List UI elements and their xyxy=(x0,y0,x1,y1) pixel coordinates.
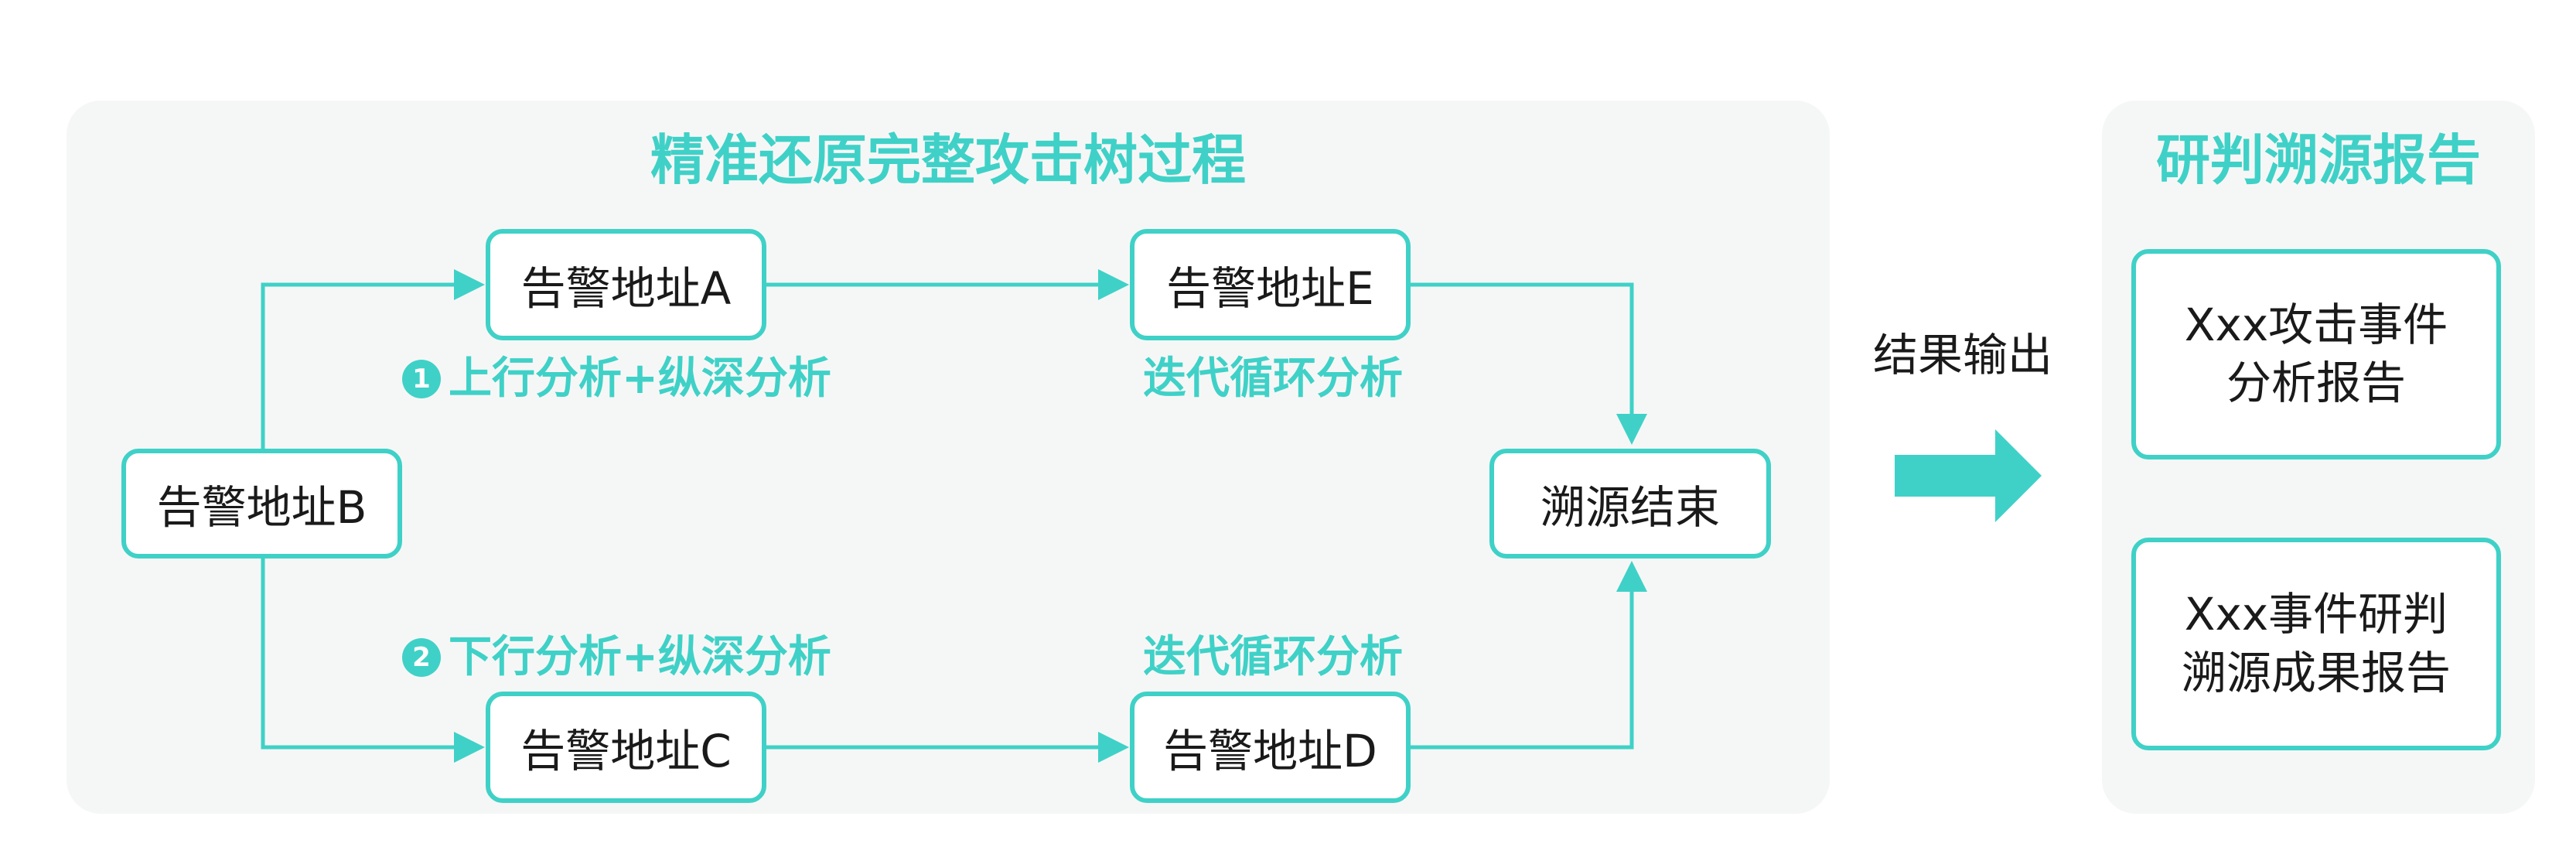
report-panel-title: 研判溯源报告 xyxy=(2156,128,2481,192)
label-downward-analysis: 2 下行分析+纵深分析 xyxy=(402,636,831,679)
node-trace-end: 溯源结束 xyxy=(1489,449,1771,559)
node-alert-address-e: 告警地址E xyxy=(1130,229,1411,340)
report-2-line-1: Xxx事件研判 xyxy=(2184,588,2448,641)
connector-e-to-end xyxy=(1411,282,1647,445)
label-iteration-top: 迭代循环分析 xyxy=(1143,354,1403,404)
result-output-label: 结果输出 xyxy=(1873,329,2053,381)
connector-d-to-end xyxy=(1411,561,1647,750)
upward-analysis-text: 上行分析+纵深分析 xyxy=(449,354,831,404)
step-1-badge: 1 xyxy=(402,360,441,398)
label-upward-analysis: 1 上行分析+纵深分析 xyxy=(402,357,831,401)
report-1-line-1: Xxx攻击事件 xyxy=(2184,298,2448,351)
report-attack-event-analysis: Xxx攻击事件 分析报告 xyxy=(2131,249,2501,459)
downward-analysis-text: 下行分析+纵深分析 xyxy=(449,632,831,682)
step-2-badge: 2 xyxy=(402,638,441,677)
report-1-line-2: 分析报告 xyxy=(2226,357,2406,409)
node-alert-address-a: 告警地址A xyxy=(486,229,766,340)
node-alert-address-d: 告警地址D xyxy=(1130,692,1411,803)
node-alert-address-b: 告警地址B xyxy=(121,449,402,559)
connector-b-to-a xyxy=(261,269,485,449)
report-2-line-2: 溯源成果报告 xyxy=(2181,646,2451,699)
label-iteration-bottom: 迭代循环分析 xyxy=(1143,632,1403,682)
right-arrow-icon xyxy=(1895,429,2042,522)
node-alert-address-c: 告警地址C xyxy=(486,692,766,803)
attack-tree-title: 精准还原完整攻击树过程 xyxy=(650,128,1246,192)
report-trace-results: Xxx事件研判 溯源成果报告 xyxy=(2131,538,2501,750)
connector-b-to-c xyxy=(261,559,485,763)
